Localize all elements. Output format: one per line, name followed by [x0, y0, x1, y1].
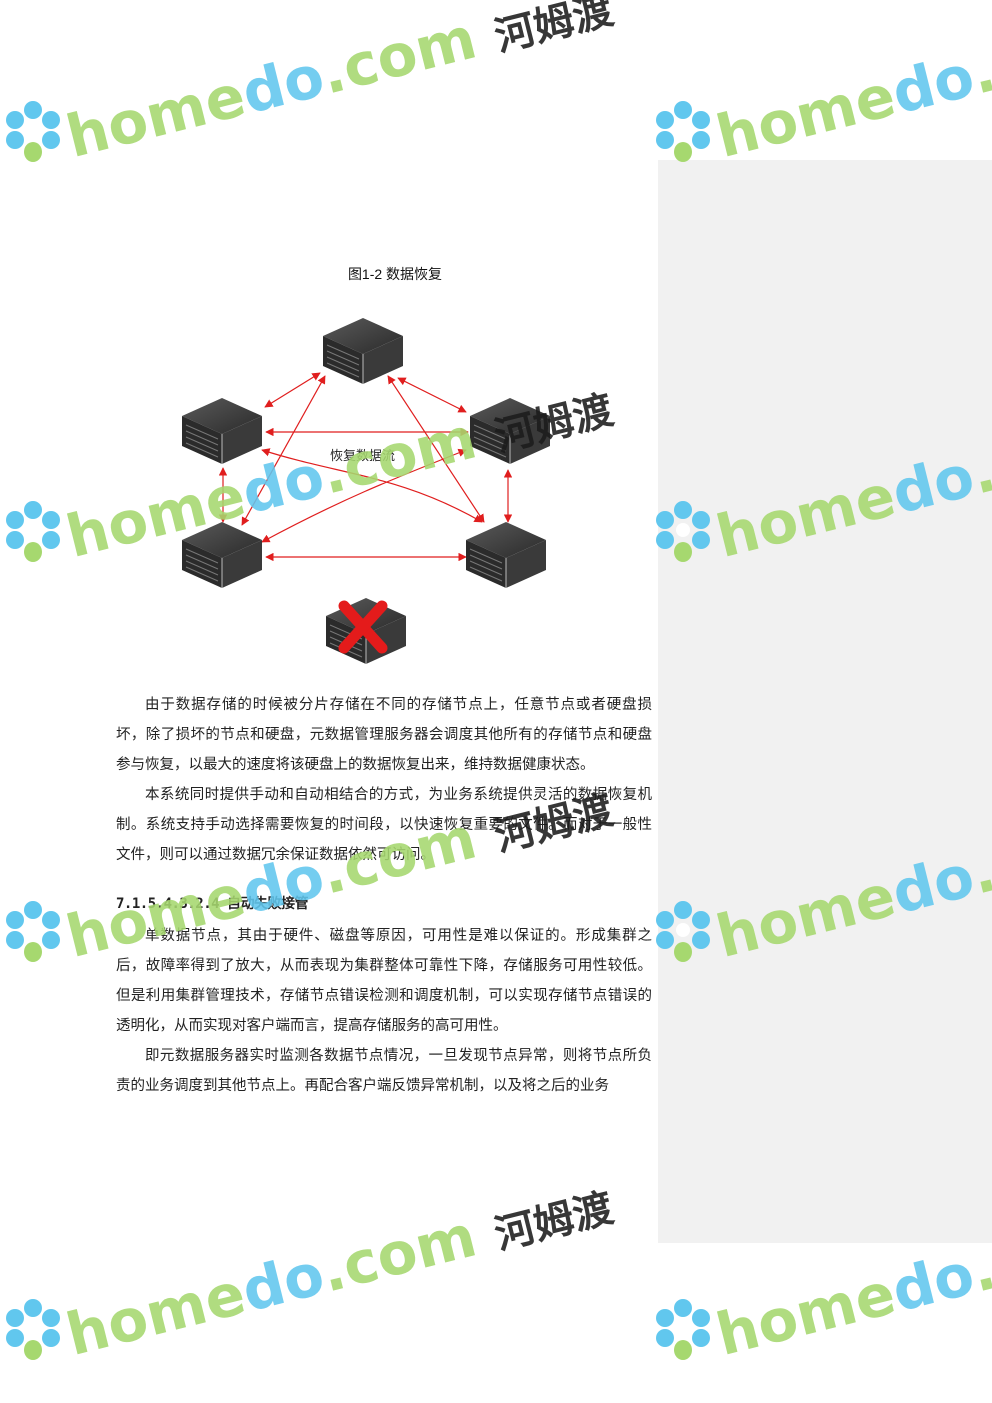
data-recovery-diagram: 恢复数据流 [181, 317, 551, 665]
flow-arrow [261, 448, 467, 543]
paragraph: 由于数据存储的时候被分片存储在不同的存储节点上，任意节点或者硬盘损坏，除了损坏的… [116, 697, 652, 773]
server-icon [465, 521, 547, 589]
failover-description: 单数据节点，其由于硬件、磁盘等原因，可用性是难以保证的。形成集群之后，故障率得到… [116, 921, 652, 1101]
flow-arrow [241, 375, 326, 526]
paragraph: 单数据节点，其由于硬件、磁盘等原因，可用性是难以保证的。形成集群之后，故障率得到… [116, 928, 652, 1034]
server-icon [469, 397, 551, 465]
section-heading: 7.1.5.4.3.2.4 自动失败接管 [116, 896, 309, 912]
server-icon [181, 397, 263, 465]
flow-arrow [387, 375, 485, 523]
server-icon [322, 317, 404, 385]
server-icon [181, 521, 263, 589]
flower-logo-icon [6, 1299, 60, 1360]
flower-logo-icon [6, 101, 60, 162]
cross-mark-icon [338, 600, 388, 654]
flower-logo-icon [656, 1299, 710, 1360]
flow-label: 恢复数据流 [330, 448, 395, 463]
recovery-description: 由于数据存储的时候被分片存储在不同的存储节点上，任意节点或者硬盘损坏，除了损坏的… [116, 690, 652, 870]
figure-caption: 图1-2 数据恢复 [347, 266, 443, 282]
paragraph: 本系统同时提供手动和自动相结合的方式，为业务系统提供灵活的数据恢复机制。系统支持… [116, 787, 652, 863]
paragraph: 即元数据服务器实时监测各数据节点情况，一旦发现节点异常，则将节点所负责的业务调度… [116, 1048, 652, 1094]
flower-logo-icon [656, 101, 710, 162]
failed-server-icon [325, 597, 407, 665]
flower-logo-icon [6, 501, 60, 562]
side-panel [658, 160, 992, 1243]
flow-arrow [264, 372, 321, 408]
flower-logo-icon [6, 901, 60, 962]
